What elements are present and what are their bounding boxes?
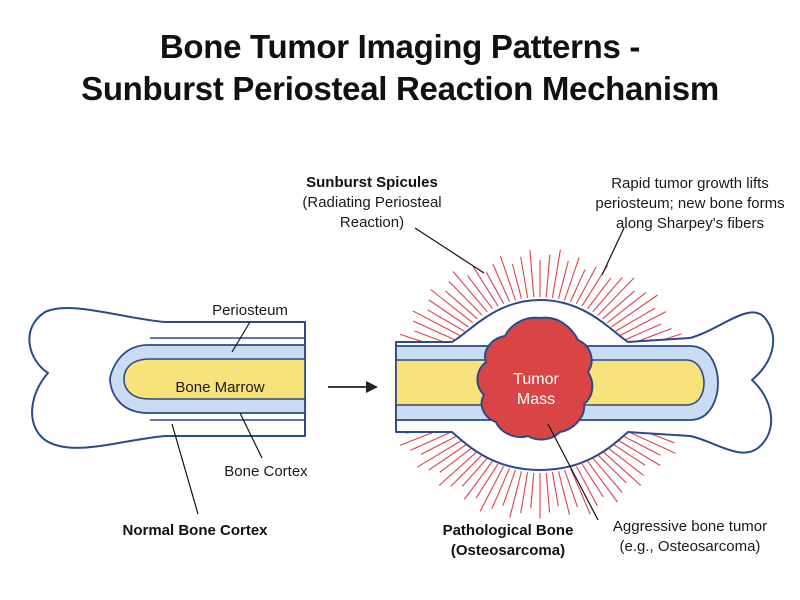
- diagram-title: Bone Tumor Imaging Patterns - Sunburst P…: [0, 26, 800, 110]
- spicule-line: [448, 280, 483, 316]
- tumor-label-line-1: Tumor: [513, 371, 559, 388]
- spicule-line: [592, 277, 623, 313]
- spicule-line: [428, 442, 469, 471]
- spicule-line: [450, 454, 483, 487]
- spicule-line: [587, 277, 612, 310]
- spicule-line: [622, 323, 662, 342]
- spicule-line: [499, 255, 516, 301]
- spicule-line: [412, 310, 462, 337]
- mechanism-line-1: Rapid tumor growth lifts: [611, 175, 769, 192]
- sunburst-leader: [414, 227, 485, 274]
- spicule-line: [412, 320, 458, 342]
- periosteum-leader: [231, 321, 251, 353]
- spicule-line: [463, 460, 493, 500]
- aggressive-tumor-leader: [547, 423, 599, 521]
- mechanism-leader: [601, 227, 625, 276]
- normal-bone: [28, 306, 306, 449]
- spicule-line: [602, 290, 635, 320]
- spicule-line: [509, 471, 523, 518]
- spicule-line: [592, 457, 623, 493]
- spicule-line: [439, 446, 474, 473]
- spicule-line: [551, 249, 561, 298]
- spicule-line: [545, 472, 551, 513]
- spicule-line: [420, 433, 462, 455]
- spicule-line: [445, 290, 478, 320]
- spicule-line: [428, 299, 469, 328]
- spicule-line: [452, 271, 488, 313]
- spicule-line: [511, 263, 523, 299]
- osteosarcoma-label: (Osteosarcoma): [451, 542, 565, 559]
- spicule-line: [492, 263, 511, 302]
- spicule-line: [611, 294, 658, 328]
- spicule-line: [485, 272, 505, 304]
- spicule-line: [569, 269, 586, 302]
- spicule-line: [557, 260, 569, 299]
- sunburst-title-label: Sunburst Spicules: [306, 174, 438, 191]
- spicule-line: [520, 256, 529, 298]
- spicule-line: [479, 466, 505, 512]
- spicule-line: [575, 266, 597, 304]
- spicule-line: [520, 472, 529, 514]
- spicule-line: [564, 469, 579, 508]
- normal-bone-cortex-label: Normal Bone Cortex: [122, 522, 268, 539]
- spicule-line: [606, 292, 647, 324]
- spicule-line: [529, 250, 535, 298]
- sunburst-desc-line-2: (Radiating Periosteal: [302, 194, 441, 211]
- aggressive-tumor-line-2: (e.g., Osteosarcoma): [620, 538, 761, 555]
- mechanism-line-3: along Sharpey's fibers: [616, 215, 764, 232]
- spicule-line: [602, 450, 642, 486]
- spicule-line: [545, 254, 551, 298]
- normal-bone-cortex-leader: [171, 423, 199, 515]
- spicule-line: [597, 277, 635, 316]
- spicule-line: [472, 266, 499, 307]
- pathological-bone: [395, 299, 775, 471]
- spicule-line: [618, 311, 667, 337]
- spicule-line: [615, 307, 656, 332]
- spicule-line: [502, 469, 516, 506]
- mechanism-line-2: periosteum; new bone forms: [595, 195, 784, 212]
- spicule-line: [461, 457, 488, 487]
- tumor-mass: [476, 316, 594, 441]
- spicule-line: [416, 438, 465, 468]
- spicule-line: [427, 309, 465, 332]
- spicule-line: [575, 466, 598, 507]
- sunburst-desc-line-3: Reaction): [340, 214, 404, 231]
- spicule-line: [615, 438, 661, 466]
- transition-arrow: [328, 381, 378, 393]
- spicule-line: [467, 275, 493, 310]
- spicule-line: [611, 442, 646, 466]
- aggressive-tumor-line-1: Aggressive bone tumor: [613, 518, 767, 535]
- spicule-line: [551, 472, 559, 507]
- spicule-line: [564, 257, 580, 301]
- periosteum-label: Periosteum: [212, 302, 288, 319]
- normal-marrow: [123, 358, 306, 400]
- spicule-line: [475, 463, 499, 499]
- bone-cortex-leader: [239, 412, 263, 459]
- title-line-2: Sunburst Periosteal Reaction Mechanism: [81, 70, 719, 107]
- spicule-line: [569, 468, 591, 515]
- spicule-line: [530, 472, 535, 509]
- spicule-line: [557, 471, 571, 515]
- spicule-line: [606, 446, 644, 476]
- bone-cortex-label: Bone Cortex: [224, 463, 308, 480]
- spicule-line: [618, 433, 661, 456]
- spicule-line: [430, 289, 474, 324]
- title-line-1: Bone Tumor Imaging Patterns -: [159, 28, 641, 65]
- pathological-bone-label: Pathological Bone: [443, 522, 574, 539]
- spicule-line: [587, 460, 618, 503]
- tumor-label-line-2: Mass: [517, 391, 555, 408]
- spicule-line: [597, 454, 627, 484]
- bone-marrow-label: Bone Marrow: [175, 379, 264, 396]
- spicule-line: [491, 468, 511, 510]
- spicule-line: [438, 450, 478, 486]
- spicule-line: [581, 463, 604, 498]
